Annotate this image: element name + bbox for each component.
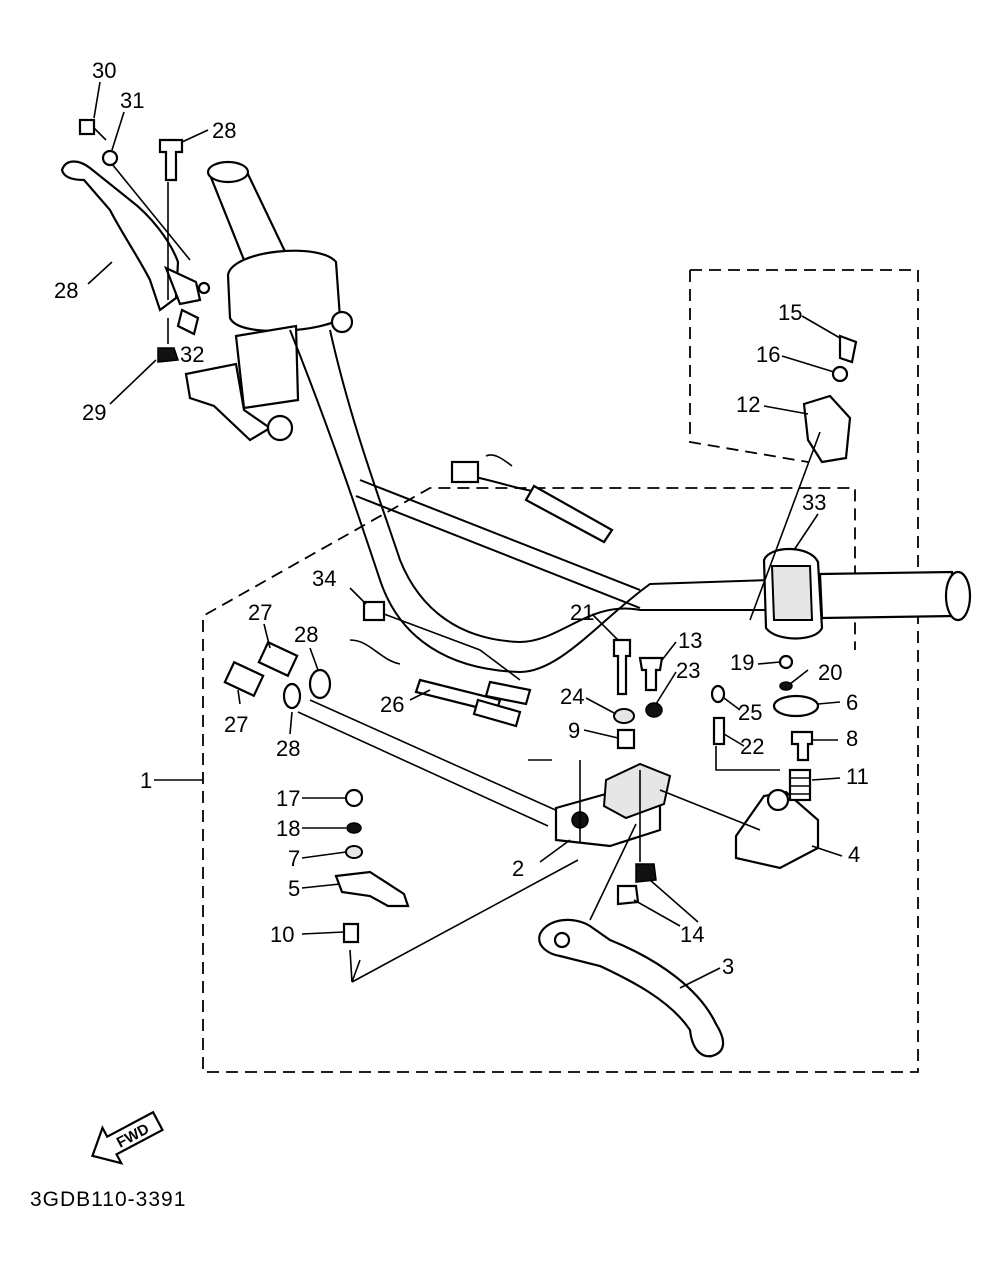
callout-5: 5 [288,876,300,901]
callout-13: 13 [678,628,702,653]
callout-22: 22 [740,734,764,759]
callout-25: 25 [738,700,762,725]
callout-23: 23 [676,658,700,683]
top-left-parts [60,118,211,363]
callout-6: 6 [846,690,858,715]
callout-34: 32 [180,342,204,367]
callout-16: 16 [756,342,780,367]
callout-1: 1 [140,768,152,793]
callout-36: 34 [312,566,336,591]
callout-28-top: 28 [294,622,318,647]
callout-9: 9 [568,718,580,743]
callout-3: 3 [722,954,734,979]
callout-32: 30 [92,58,116,83]
callout-10: 10 [270,922,294,947]
callout-26: 26 [380,692,404,717]
callout-18: 18 [276,816,300,841]
callout-14: 14 [680,922,704,947]
callout-24: 24 [560,684,584,709]
callout-8: 8 [846,726,858,751]
clamp-parts [749,334,858,621]
callout-11: 11 [846,764,869,789]
callout-21: 21 [570,600,594,625]
callout-35: 33 [802,490,826,515]
callout-labels: 30 31 28 28 32 29 15 16 12 33 34 21 13 2… [54,58,869,979]
drawing-code: 3GDB110-3391 [30,1188,186,1211]
callout-30: 28 [212,118,236,143]
callout-2: 2 [512,856,524,881]
callout-27-top: 27 [248,600,272,625]
lever-assembly-parts [223,600,820,1058]
callout-29: 28 [54,278,78,303]
assembly-boundary-main [202,269,919,1073]
forward-direction-arrow: FWD [91,1110,164,1165]
callout-15: 15 [778,300,802,325]
callout-28-bottom: 28 [276,736,300,761]
callout-31: 29 [82,400,106,425]
callout-17: 17 [276,786,300,811]
callout-33: 31 [120,88,144,113]
leader-lines [87,81,843,989]
callout-20: 20 [818,660,842,685]
callout-7: 7 [288,846,300,871]
callout-27-bottom: 27 [224,712,248,737]
callout-12: 12 [736,392,760,417]
callout-4: 4 [848,842,860,867]
callout-19: 19 [730,650,754,675]
handlebar [184,160,972,674]
